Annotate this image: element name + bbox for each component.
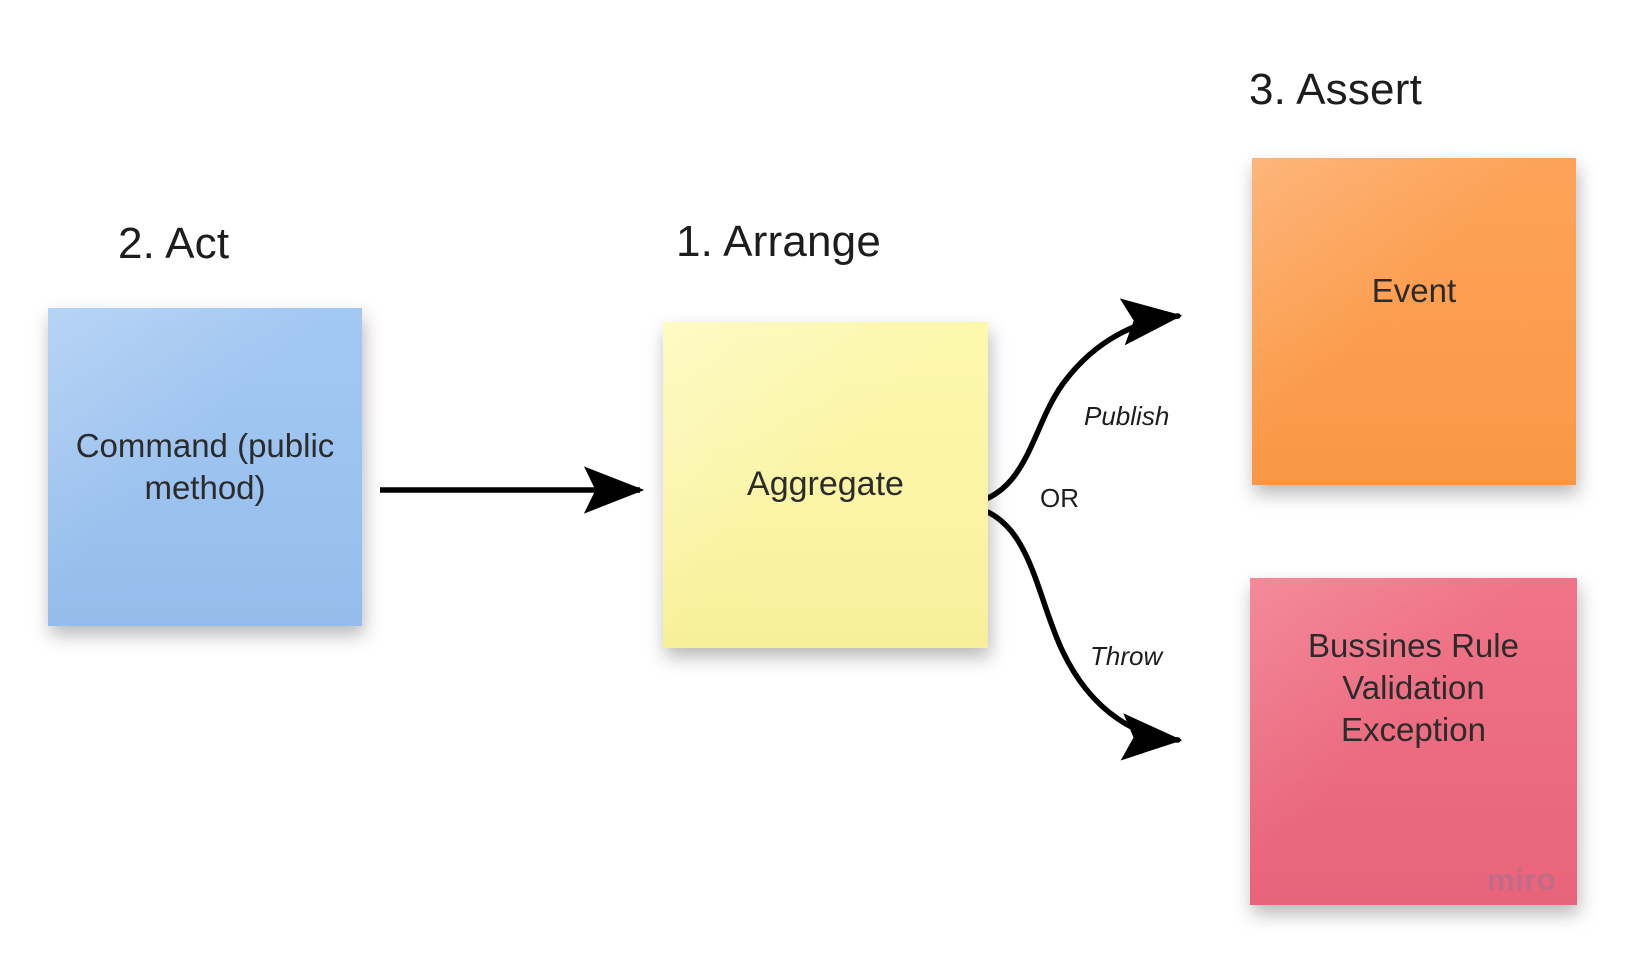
sticky-note-command[interactable]: Command (public method): [48, 308, 362, 626]
arrow-aggregate-to-exception: [960, 502, 1183, 761]
edge-label-publish: Publish: [1084, 401, 1170, 431]
sticky-note-event[interactable]: Event: [1252, 158, 1576, 485]
heading-assert: 3. Assert: [1249, 65, 1422, 114]
heading-arrange: 1. Arrange: [676, 217, 882, 266]
sticky-note-aggregate-label: Aggregate: [747, 465, 904, 504]
edge-label-throw: Throw: [1090, 641, 1163, 671]
sticky-note-command-label: Command (public method): [75, 426, 335, 506]
sticky-note-aggregate[interactable]: Aggregate: [663, 322, 988, 648]
edge-label-or: OR: [1040, 483, 1079, 513]
sticky-note-event-label: Event: [1371, 272, 1457, 309]
heading-act: 2. Act: [118, 219, 230, 268]
sticky-note-exception[interactable]: Bussines Rule Validation Exception: [1250, 578, 1577, 905]
sticky-note-exception-label: Bussines Rule Validation Exception: [1308, 627, 1519, 749]
miro-watermark: miro: [1487, 862, 1557, 897]
